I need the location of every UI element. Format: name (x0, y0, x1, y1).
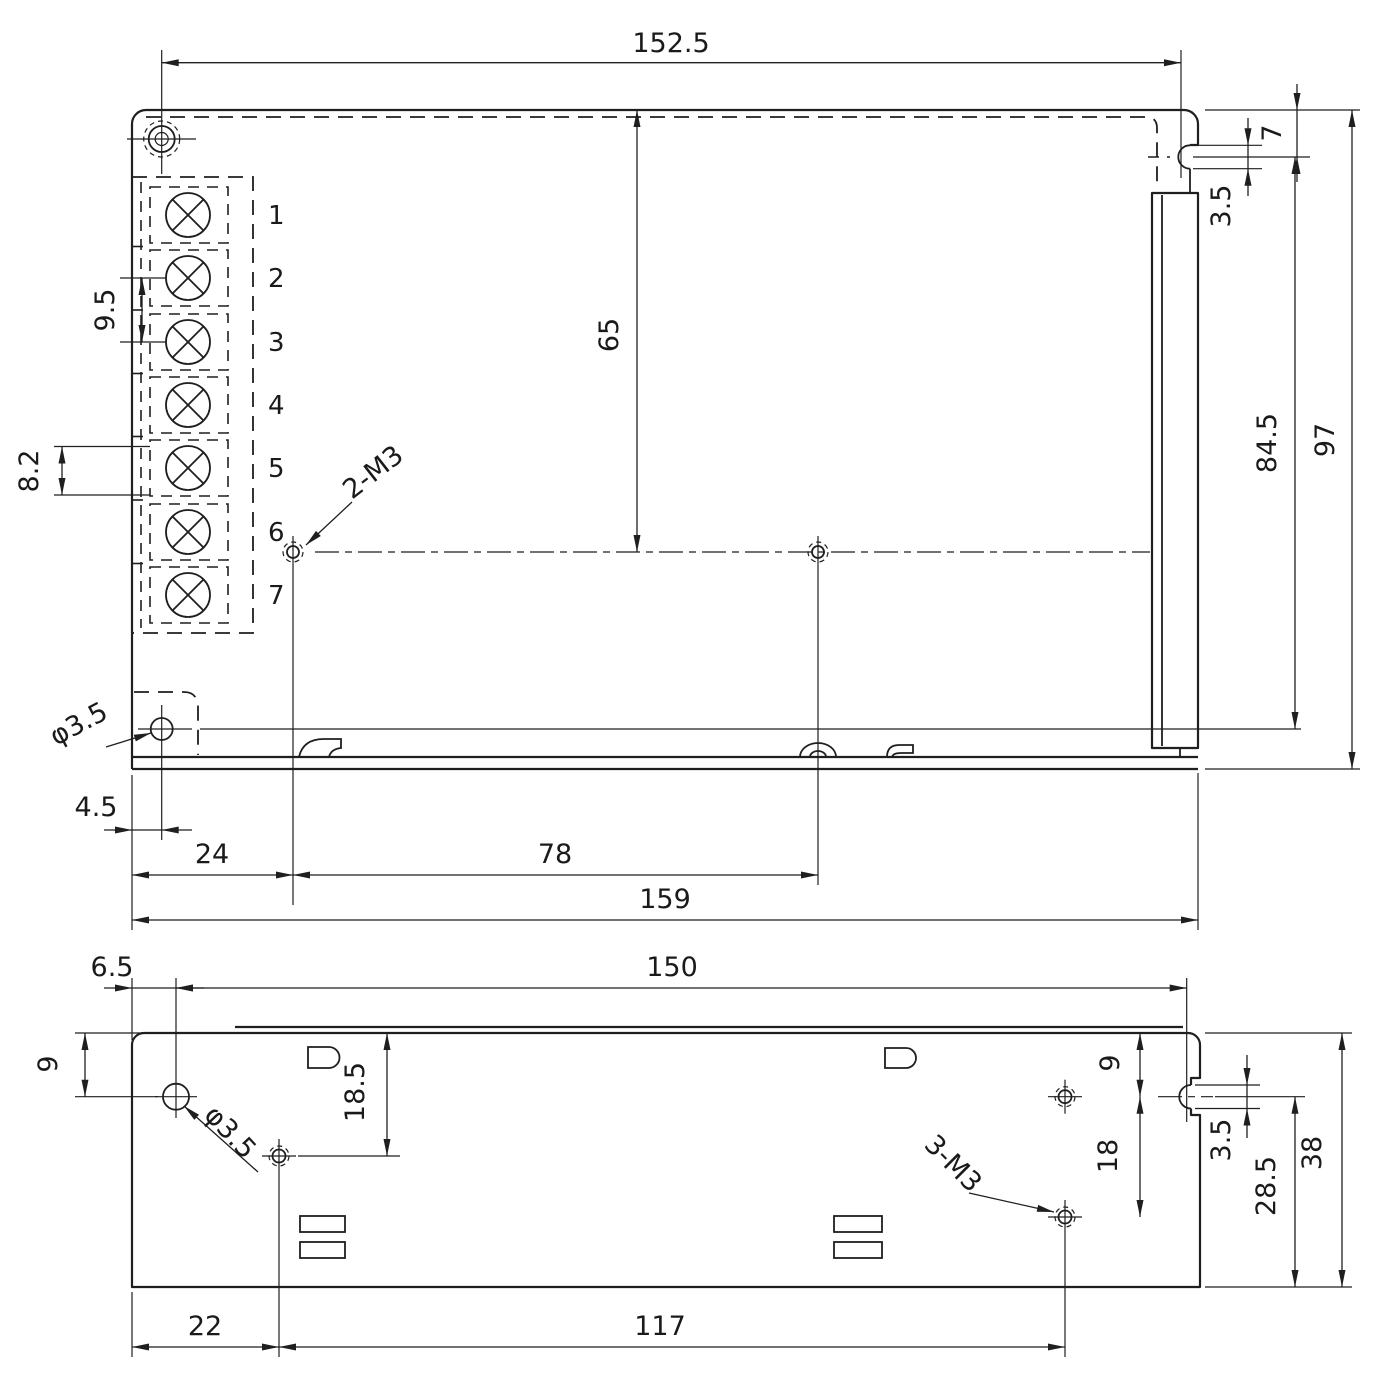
callout-phi-3-5-side: φ3.5 (183, 1100, 262, 1173)
chassis-m3-holes (282, 536, 1150, 568)
dim-9-right: 9 (1095, 1033, 1144, 1097)
dim-label: 28.5 (1251, 1156, 1282, 1216)
side-notch-hole (1158, 978, 1260, 1122)
terminal-cell: 7 (149, 566, 285, 624)
chassis-hole-bottom-left (138, 705, 192, 840)
terminal-cell: 6 (149, 503, 285, 561)
vent-slots (299, 1215, 883, 1259)
dim-label: 18.5 (340, 1062, 371, 1122)
callout-2-m3: 2-M3 (305, 440, 409, 546)
m3-hole (1048, 1200, 1082, 1234)
d-slot-left (307, 1046, 341, 1069)
dim-label: 150 (646, 952, 698, 983)
dim-7: 7 (1148, 84, 1360, 182)
dim-4-5: 4.5 (75, 775, 192, 930)
side-bracket-bar (1150, 191, 1200, 757)
callout-label: φ3.5 (45, 696, 113, 752)
terminal-cell: 1 (149, 186, 285, 244)
callout-phi-3-5-top: φ3.5 (45, 696, 152, 752)
dim-label: 4.5 (75, 792, 118, 823)
dim-label: 84.5 (1252, 413, 1283, 473)
dim-label: 3.5 (1206, 185, 1237, 228)
dim-65: 65 (594, 110, 641, 552)
terminal-cell: 3 (149, 313, 285, 371)
side-outline (130, 1025, 1202, 1289)
terminal-cell: 2 (149, 249, 285, 307)
terminal-number: 5 (268, 454, 285, 484)
terminal-block: 1 2 3 (132, 176, 285, 634)
m3-hole (1048, 1079, 1082, 1114)
d-slot-right (884, 1047, 917, 1069)
side-mount-hole-left (155, 978, 197, 1118)
dim-24: 24 (132, 568, 294, 905)
dim-label: 117 (634, 1311, 686, 1342)
dim-28-5: 28.5 (1205, 1096, 1352, 1288)
dim-9-5: 9.5 (90, 277, 166, 343)
dim-label: 8.2 (14, 450, 45, 493)
cover-seam-hidden-line (146, 116, 1158, 190)
terminal-cell: 5 (149, 439, 285, 497)
callout-3-m3: 3-M3 (918, 1129, 1055, 1213)
side-view: 6.5 150 9 18.5 φ3.5 9 18 (33, 952, 1352, 1357)
dim-18-5: 18.5 (298, 1033, 400, 1157)
dim-label: 9 (1095, 1054, 1126, 1071)
callout-label: φ3.5 (198, 1100, 262, 1166)
dim-3-5-top: 3.5 (1193, 118, 1262, 227)
dim-label: 18 (1093, 1139, 1124, 1173)
terminal-number: 1 (268, 201, 285, 231)
dim-18: 18 (1093, 1096, 1144, 1217)
dim-label: 9 (33, 1055, 64, 1072)
dim-78: 78 (293, 568, 819, 885)
dim-label: 7 (1257, 124, 1288, 141)
dim-label: 78 (538, 839, 572, 870)
dim-152-5: 152.5 (161, 28, 1182, 178)
dim-label: 38 (1297, 1136, 1328, 1170)
terminal-number: 6 (268, 518, 285, 548)
terminal-number: 7 (268, 581, 285, 611)
dim-22: 22 (131, 1173, 280, 1357)
dim-label: 65 (594, 318, 625, 352)
dim-159: 159 (132, 773, 1199, 930)
corner-slot-hole (1177, 144, 1191, 170)
dim-label: 97 (1310, 423, 1341, 457)
dim-8-2: 8.2 (14, 445, 150, 496)
dim-150: 150 (176, 952, 1187, 992)
flange-louvers (298, 738, 914, 758)
bracket-hidden-line (134, 691, 199, 755)
dim-label: 6.5 (91, 952, 134, 983)
terminal-cell: 4 (149, 376, 285, 434)
top-view: 1 2 3 (14, 28, 1360, 930)
dim-9-left: 9 (33, 1032, 158, 1098)
dim-6-5: 6.5 (91, 952, 204, 1040)
dim-label: 3.5 (1206, 1119, 1237, 1162)
enclosure-outline (130, 108, 1301, 771)
terminal-number: 2 (268, 264, 285, 294)
callout-label: 2-M3 (337, 440, 409, 506)
dim-label: 9.5 (90, 289, 121, 332)
m3-hole (262, 1139, 296, 1173)
dim-117: 117 (279, 1234, 1066, 1357)
dim-label: 22 (188, 1311, 222, 1342)
terminal-number: 3 (268, 328, 285, 358)
dim-97: 97 (1205, 110, 1360, 770)
side-m3-holes (262, 1079, 1082, 1234)
dim-label: 152.5 (632, 28, 709, 59)
dim-38: 38 (1205, 1032, 1352, 1287)
dim-84-5: 84.5 (1252, 157, 1299, 729)
callout-label: 3-M3 (918, 1129, 988, 1199)
dim-label: 24 (195, 839, 229, 870)
dim-label: 159 (639, 884, 691, 915)
terminal-number: 4 (268, 391, 285, 421)
